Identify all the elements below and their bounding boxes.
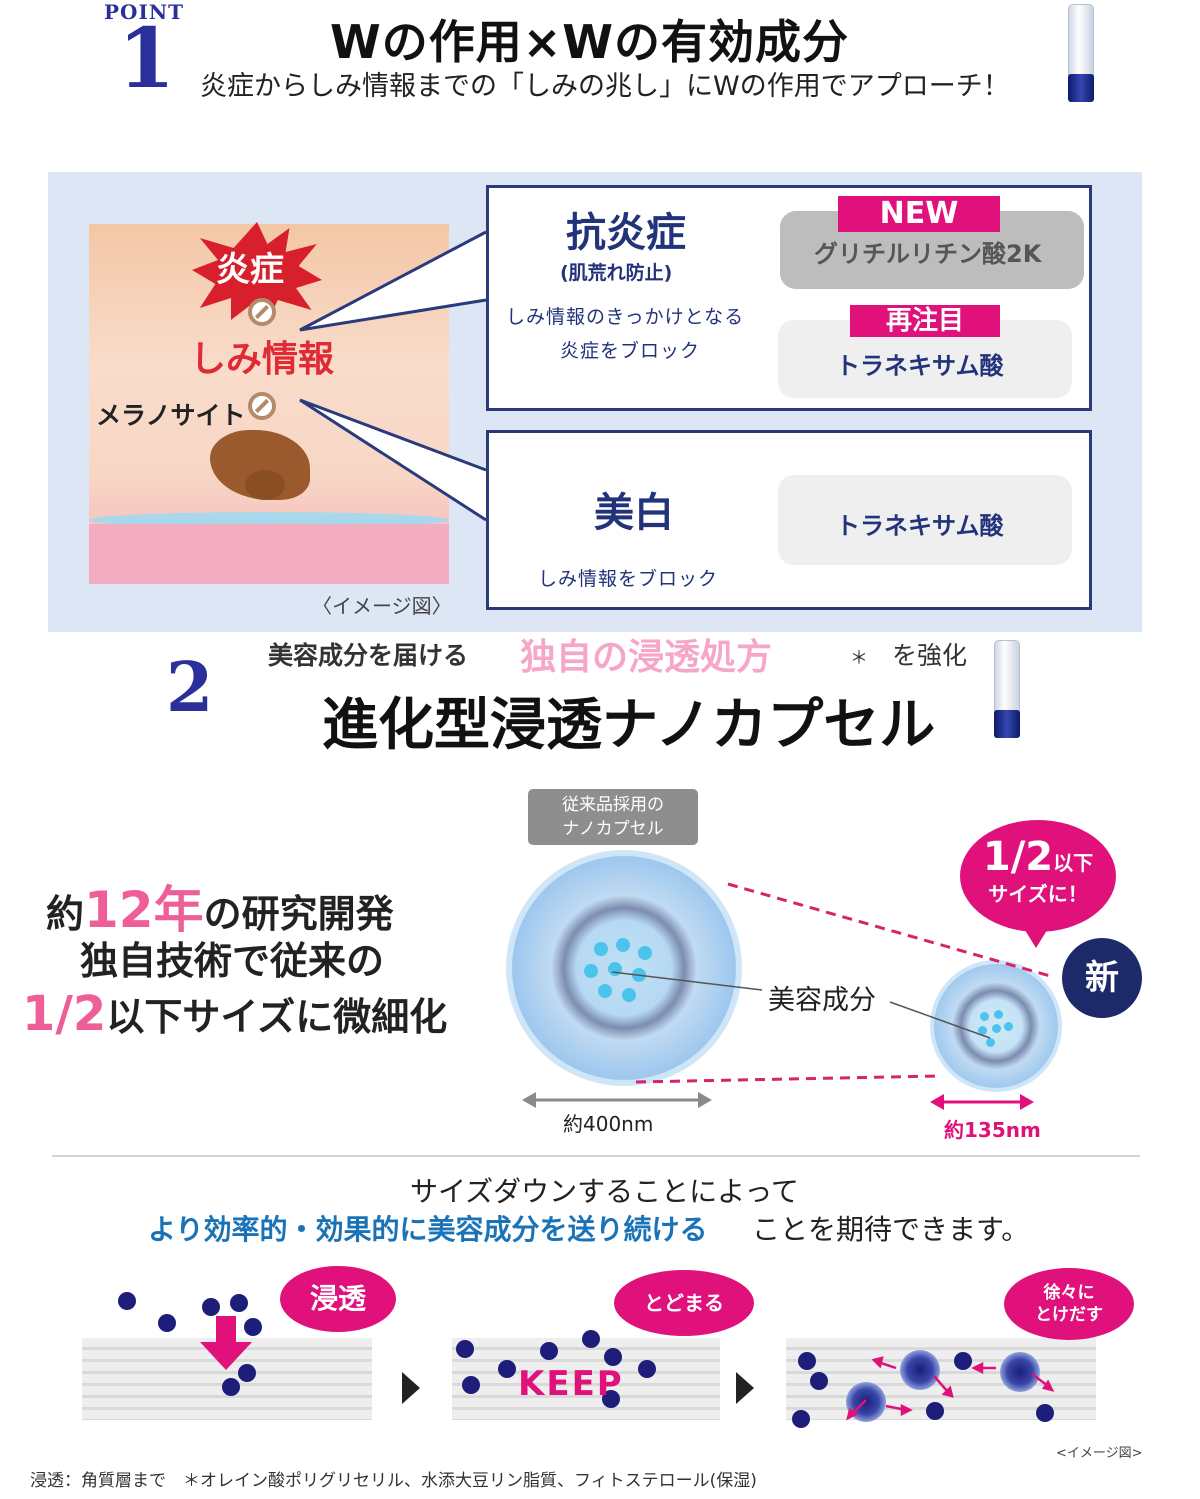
ingredient-name: トラネキサム酸 bbox=[836, 352, 1004, 380]
research-text: 1/2以下サイズに微細化 bbox=[22, 986, 447, 1042]
stay-bubble: とどまる bbox=[614, 1270, 754, 1336]
image-caption: <イメージ図> bbox=[1056, 1446, 1143, 1461]
section1-subtitle: 炎症からしみ情報までの「しみの兆し」にWの作用でアプローチ！ bbox=[200, 71, 1010, 102]
bubble-line: とけだす bbox=[1035, 1305, 1103, 1325]
effect-line2-highlight: より効率的・効果的に美容成分を送り続ける bbox=[148, 1213, 708, 1246]
next-arrow-icon bbox=[736, 1372, 754, 1404]
spot-info-label: しみ情報 bbox=[190, 339, 335, 380]
text-part: 約 bbox=[46, 892, 85, 936]
old-size-label: 約400nm bbox=[563, 1112, 654, 1136]
anti-inflammation-desc: 炎症をブロック bbox=[560, 340, 701, 362]
anti-inflammation-desc: しみ情報のきっかけとなる bbox=[506, 306, 745, 328]
effect-line2-rest: ことを期待できます。 bbox=[752, 1213, 1030, 1246]
ingredient-name: トラネキサム酸 bbox=[836, 512, 1004, 540]
new-badge: NEW bbox=[838, 196, 1000, 232]
asterisk: ＊ bbox=[850, 648, 868, 669]
anti-inflammation-title: 抗炎症 bbox=[566, 210, 686, 256]
tag-line: 従来品採用の bbox=[562, 795, 664, 815]
skin-layer-strip bbox=[452, 1338, 720, 1420]
ingredient-name: グリチルリチン酸2K bbox=[814, 240, 1042, 268]
point-number: 2 bbox=[166, 648, 214, 728]
dissolve-arrows bbox=[846, 1356, 1055, 1421]
keep-label: KEEP bbox=[518, 1364, 624, 1404]
footnote: 浸透：角質層まで ＊オレイン酸ポリグリセリル、水添大豆リン脂質、フィトステロール… bbox=[30, 1471, 757, 1491]
anti-inflammation-subtitle: (肌荒れ防止) bbox=[560, 262, 673, 284]
whitening-title: 美白 bbox=[594, 490, 674, 536]
half-size-bubble: 1/2以下 サイズに！ bbox=[960, 820, 1116, 932]
bubble-line: 徐々に bbox=[1043, 1283, 1095, 1303]
bubble-line2: サイズに！ bbox=[988, 882, 1088, 906]
point-number: 1 bbox=[118, 11, 176, 107]
section1-title: Wの作用×Wの有効成分 bbox=[330, 15, 850, 69]
years-number: 12年 bbox=[84, 881, 204, 939]
ingredient-pill bbox=[778, 475, 1072, 565]
point-label: POINT bbox=[104, 0, 184, 24]
section2-title: 進化型浸透ナノカプセル bbox=[322, 693, 936, 758]
text-part: の研究開発 bbox=[203, 892, 394, 936]
old-nanocapsule bbox=[512, 856, 736, 1080]
block-icon bbox=[248, 298, 276, 326]
callout-lines bbox=[299, 230, 487, 522]
text-part: 以下サイズに微細化 bbox=[106, 995, 448, 1039]
bubble-small-text: 以下 bbox=[1053, 851, 1094, 875]
block-icon bbox=[248, 392, 276, 420]
refocus-badge: 再注目 bbox=[850, 305, 1000, 337]
melanocyte-label: メラノサイト bbox=[96, 401, 246, 430]
capsule-guides bbox=[522, 882, 1051, 1110]
effect-line1: サイズダウンすることによって bbox=[410, 1175, 799, 1208]
new-size-label: 約135nm bbox=[944, 1118, 1041, 1142]
product-tube-image bbox=[1068, 4, 1094, 102]
section2-top-text: を強化 bbox=[892, 641, 968, 670]
penetrate-bubble: 浸透 bbox=[280, 1266, 396, 1332]
down-arrow-icon bbox=[200, 1316, 252, 1370]
old-capsule-tag: 従来品採用の ナノカプセル bbox=[528, 789, 698, 845]
section2-top-text: 美容成分を届ける bbox=[268, 641, 469, 670]
bubble-tail bbox=[1020, 922, 1052, 948]
inflammation-label: 炎症 bbox=[216, 250, 284, 290]
image-caption: 〈イメージ図〉 bbox=[312, 594, 452, 618]
dissolve-bubble: 徐々に とけだす bbox=[1004, 1268, 1134, 1340]
section2-pink-text: 独自の浸透処方 bbox=[520, 637, 773, 678]
research-text: 独自技術で従来の bbox=[80, 939, 385, 983]
divider bbox=[52, 1155, 1140, 1157]
bubble-big-text: 1/2 bbox=[982, 834, 1054, 880]
new-badge-circle: 新 bbox=[1062, 938, 1142, 1018]
whitening-desc: しみ情報をブロック bbox=[538, 568, 719, 590]
melanocyte-shape bbox=[245, 470, 285, 500]
research-text: 約12年の研究開発 bbox=[46, 870, 394, 942]
next-arrow-icon bbox=[402, 1372, 420, 1404]
beauty-ingredient-label: 美容成分 bbox=[768, 985, 876, 1016]
tag-line: ナノカプセル bbox=[562, 819, 664, 839]
product-tube-image bbox=[994, 640, 1020, 738]
half-number: 1/2 bbox=[22, 986, 107, 1042]
